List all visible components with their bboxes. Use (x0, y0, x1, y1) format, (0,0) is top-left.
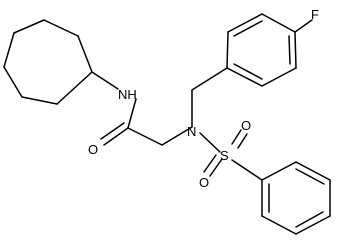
atom-labels: NH O N S O O F (88, 7, 319, 190)
atom-label-o-sulfonyl-right: O (241, 118, 251, 133)
amide-chain (91, 71, 193, 146)
atom-label-o-sulfonyl-left: O (199, 175, 209, 190)
benzyl-group (191, 67, 228, 128)
atom-label-s: S (220, 148, 229, 163)
chemical-structure: NH O N S O O F (3, 7, 331, 235)
atom-label-o-carbonyl: O (88, 142, 98, 157)
fluorophenyl-ring (226, 13, 313, 87)
sulfonyl-group (199, 129, 263, 181)
atom-label-n: N (187, 124, 196, 139)
atom-label-f: F (311, 7, 319, 22)
cycloheptyl-ring (3, 19, 93, 105)
phenyl-ring (261, 161, 331, 235)
atom-label-nh: NH (118, 87, 137, 102)
